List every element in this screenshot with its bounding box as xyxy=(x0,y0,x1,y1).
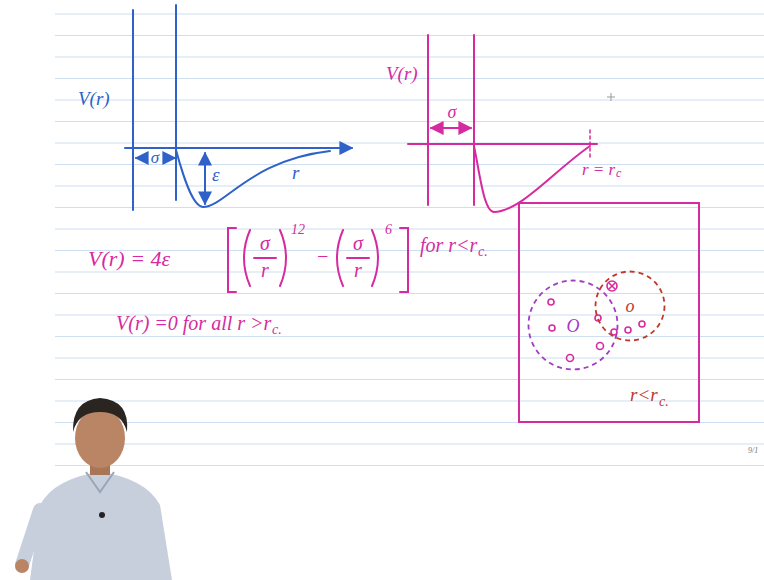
potential-curve xyxy=(176,150,330,207)
particle-center: O xyxy=(567,316,580,337)
ruled-lines xyxy=(55,14,764,466)
ruled-line xyxy=(55,336,764,337)
cutoff-line xyxy=(589,130,591,158)
cursor xyxy=(607,93,615,101)
ruled-line xyxy=(55,143,764,144)
particles xyxy=(548,281,645,362)
bracket xyxy=(228,228,236,292)
equation-brackets xyxy=(228,228,408,292)
ruled-line xyxy=(55,465,764,466)
ruled-line xyxy=(55,444,764,445)
ruled-line xyxy=(55,14,764,15)
fraction-bar xyxy=(347,257,369,259)
exponent: 6 xyxy=(385,222,392,238)
particle xyxy=(549,325,555,331)
ruled-line xyxy=(55,121,764,122)
ruled-line xyxy=(55,164,764,165)
ruled-line xyxy=(55,229,764,230)
ruled-line xyxy=(55,358,764,359)
exponent: 12 xyxy=(291,222,305,238)
cutoff-circle xyxy=(596,272,665,341)
simulation-box: r<rc. Oo xyxy=(518,202,700,423)
sigma-arrow xyxy=(164,157,175,159)
equation-term: r xyxy=(261,259,269,282)
ruled-line xyxy=(55,100,764,101)
cutoff-note: r<r xyxy=(630,384,658,406)
sigma-arrow xyxy=(136,157,147,159)
equation-term: r xyxy=(354,259,362,282)
hand xyxy=(15,559,29,573)
bracket xyxy=(400,228,408,292)
ruled-line xyxy=(55,401,764,402)
microphone xyxy=(99,512,105,518)
subscript: c. xyxy=(478,244,488,260)
axis-label: r xyxy=(292,162,299,184)
ruled-line xyxy=(55,272,764,273)
r-axis xyxy=(408,143,597,145)
epsilon-arrow xyxy=(204,153,206,204)
page-number: 9/1 xyxy=(748,446,758,455)
hair xyxy=(73,398,127,432)
particle-mark xyxy=(609,283,615,289)
cutoff-label: r = r xyxy=(582,160,615,180)
equation-term: V(r) = 4ε xyxy=(88,246,170,271)
equation-term: − xyxy=(316,245,330,268)
particle xyxy=(567,355,574,362)
particle xyxy=(607,281,617,291)
subscript: c xyxy=(616,167,621,181)
paren xyxy=(337,230,343,286)
axis-label: V(r) xyxy=(386,63,418,85)
subscript: c. xyxy=(659,394,669,410)
cutoff-sphere: O xyxy=(527,279,619,371)
cutoff-sphere: o xyxy=(594,270,666,342)
equation-term: σ xyxy=(353,232,363,255)
particle-center: o xyxy=(626,296,635,317)
particle xyxy=(639,321,645,327)
cutoff-circle xyxy=(529,281,618,370)
subscript: c. xyxy=(272,322,282,338)
condition-note: V(r) =0 for all r >r xyxy=(116,312,271,335)
fraction-bar xyxy=(254,257,276,259)
shirt xyxy=(30,472,172,580)
paren xyxy=(372,230,378,286)
ruled-line xyxy=(55,57,764,58)
y-axis xyxy=(427,35,429,205)
sigma-arrow xyxy=(431,127,471,129)
lecturer-figure xyxy=(15,398,172,580)
lj-plot xyxy=(125,5,352,210)
particle xyxy=(625,327,631,333)
axis-label: V(r) xyxy=(78,88,110,110)
wall-line xyxy=(175,5,177,200)
condition-note: for r<r xyxy=(420,234,477,257)
ruled-line xyxy=(55,207,764,208)
ruled-line xyxy=(55,186,764,187)
equation-term: σ xyxy=(260,232,270,255)
face xyxy=(75,408,125,468)
paren xyxy=(280,230,286,286)
y-axis xyxy=(132,10,134,210)
wall-line xyxy=(473,35,475,205)
ruled-line xyxy=(55,35,764,36)
symbol-label: σ xyxy=(448,102,457,123)
particle xyxy=(597,343,604,350)
paren xyxy=(244,230,250,286)
arm xyxy=(22,510,40,565)
ruled-line xyxy=(55,293,764,294)
symbol-label: σ xyxy=(151,148,159,168)
truncated-plot xyxy=(408,35,597,212)
ruled-line xyxy=(55,379,764,380)
particle xyxy=(548,299,554,305)
symbol-label: ε xyxy=(212,164,220,186)
